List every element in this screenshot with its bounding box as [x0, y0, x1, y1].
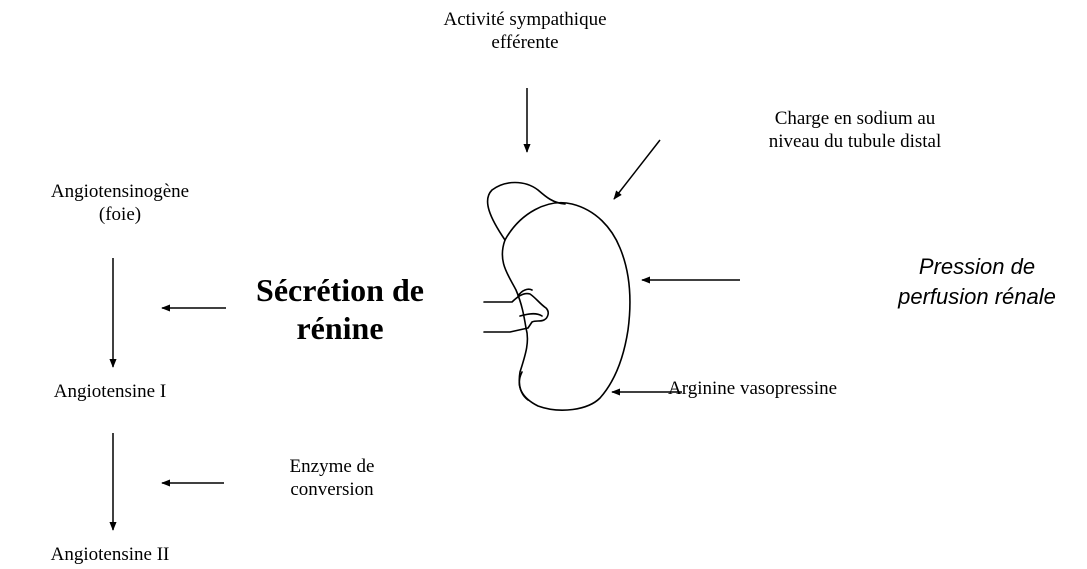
renin-secretion-title: Sécrétion de rénine [225, 271, 455, 347]
sodium-label-line2: niveau du tubule distal [710, 130, 1000, 153]
enzyme-label-line2: conversion [262, 478, 402, 501]
kidney-illustration [484, 183, 630, 411]
angiotensinogen-label-line2: (foie) [15, 203, 225, 226]
angiotensinogen-label-line1: Angiotensinogène [15, 180, 225, 203]
kidney-hilum [484, 289, 548, 332]
sodium-label: Charge en sodium au niveau du tubule dis… [710, 107, 1000, 153]
sodium-label-line1: Charge en sodium au [710, 107, 1000, 130]
pressure-label-line1: Pression de [872, 252, 1082, 282]
pressure-label-line2: perfusion rénale [872, 282, 1082, 312]
angiotensin-1-label: Angiotensine I [5, 380, 215, 403]
enzyme-label: Enzyme de conversion [262, 455, 402, 501]
renin-title-line2: rénine [225, 309, 455, 347]
angiotensin-2-label: Angiotensine II [5, 543, 215, 566]
sympathetic-label: Activité sympathique efférente [405, 8, 645, 54]
kidney-upper-pole [488, 183, 565, 241]
vasopressin-label: Arginine vasopressine [668, 377, 904, 400]
sympathetic-label-line1: Activité sympathique [405, 8, 645, 31]
kidney-outer-contour [505, 203, 630, 410]
enzyme-label-line1: Enzyme de [262, 455, 402, 478]
kidney-inner-contour [502, 240, 528, 400]
renin-title-line1: Sécrétion de [225, 271, 455, 309]
angiotensinogen-label: Angiotensinogène (foie) [15, 180, 225, 226]
sodium-arrow [614, 140, 660, 199]
pressure-label: Pression de perfusion rénale [872, 252, 1082, 312]
sympathetic-label-line2: efférente [405, 31, 645, 54]
